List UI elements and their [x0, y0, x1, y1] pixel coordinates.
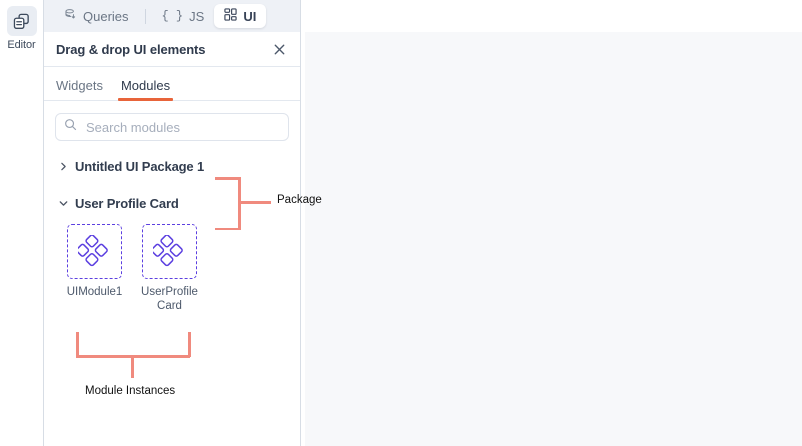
module-tree: Untitled UI Package 1 User Profile Card — [55, 152, 289, 217]
tab-widgets[interactable]: Widgets — [56, 78, 103, 93]
module-card-uimodule1[interactable]: UIModule1 — [67, 224, 122, 313]
page-title: Drag & drop UI elements — [56, 41, 206, 57]
tab-ui[interactable]: UI — [214, 4, 267, 28]
panel-header: Drag & drop UI elements — [44, 32, 300, 67]
canvas-top-strip — [301, 0, 802, 32]
tab-queries-label: Queries — [83, 8, 129, 24]
tree-row-untitled-ui-package-1[interactable]: Untitled UI Package 1 — [55, 152, 289, 180]
database-query-icon — [64, 8, 77, 24]
module-card-label: UIModule1 — [66, 286, 123, 298]
tab-js[interactable]: { } JS — [152, 4, 215, 28]
sidebar-item-editor-label: Editor — [7, 39, 36, 51]
module-instance-grid: UIModule1 UserProfileCard — [55, 224, 289, 313]
module-diamonds-icon — [67, 224, 122, 279]
tab-modules[interactable]: Modules — [117, 78, 174, 101]
panel-body: Untitled UI Package 1 User Profile Card — [44, 101, 300, 446]
module-card-label: UserProfileCard — [141, 286, 198, 312]
ui-grid-icon — [224, 8, 237, 24]
tab-js-label: JS — [189, 8, 205, 24]
search-icon — [64, 118, 77, 136]
tree-row-user-profile-card[interactable]: User Profile Card — [55, 189, 289, 217]
left-rail: Editor — [0, 0, 44, 446]
panel-tabbar: Queries { } JS UI — [44, 0, 300, 32]
tab-ui-label: UI — [243, 8, 257, 24]
tree-row-label: Untitled UI Package 1 — [75, 158, 205, 174]
sidebar-item-editor[interactable]: Editor — [2, 6, 42, 52]
panel-subtabs: Widgets Modules — [44, 67, 300, 101]
module-diamonds-icon — [142, 224, 197, 279]
search-input[interactable] — [84, 118, 280, 136]
chevron-down-icon — [58, 198, 69, 209]
module-card-userprofilecard[interactable]: UserProfileCard — [141, 224, 198, 313]
app-canvas[interactable] — [305, 32, 802, 446]
tree-row-label: User Profile Card — [75, 195, 179, 211]
close-icon[interactable] — [270, 40, 288, 58]
chevron-right-icon — [58, 161, 69, 172]
search-modules-box[interactable] — [55, 113, 289, 141]
curly-braces-icon: { } — [161, 9, 184, 23]
ui-panel: Queries { } JS UI Dr — [44, 0, 301, 446]
tab-queries[interactable]: Queries — [54, 4, 139, 28]
editor-pages-icon — [6, 6, 37, 36]
tab-divider — [144, 8, 146, 24]
